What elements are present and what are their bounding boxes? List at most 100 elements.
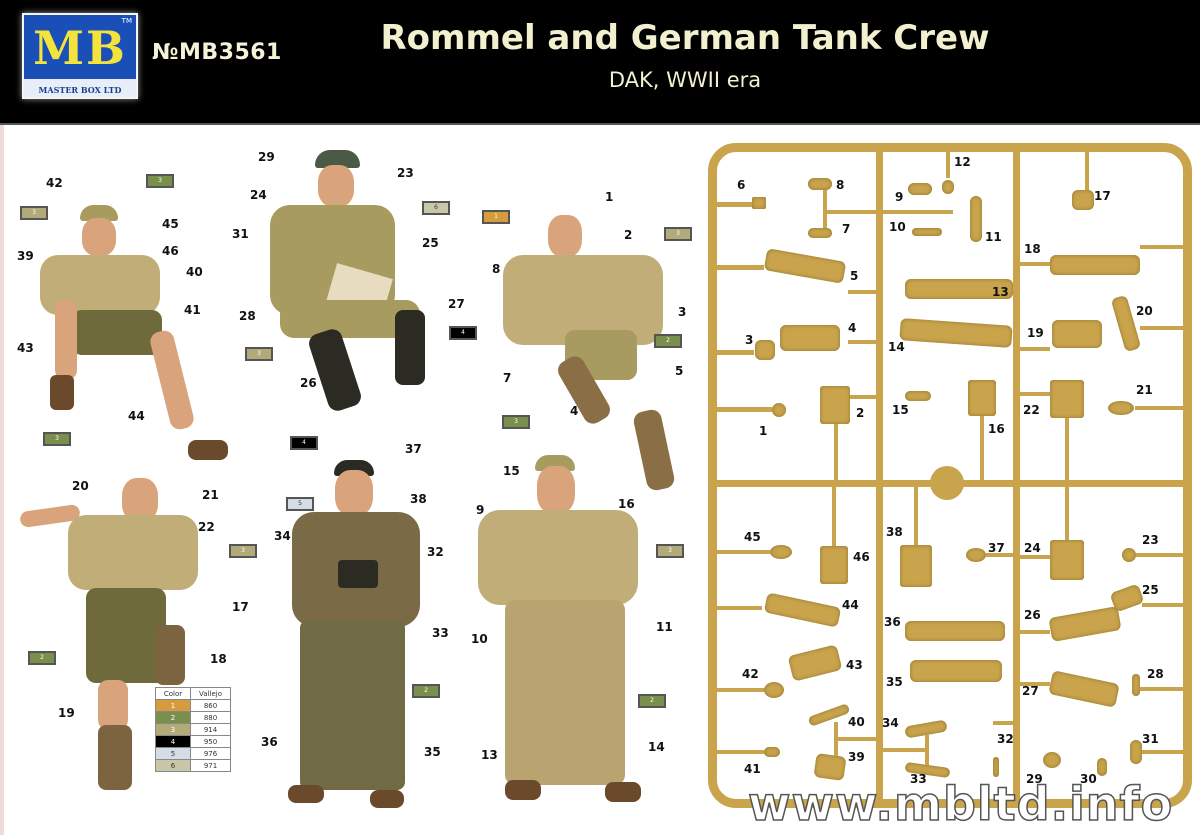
- part-number: 34: [882, 716, 899, 730]
- callout-number: 17: [232, 600, 249, 614]
- callout-number: 34: [274, 529, 291, 543]
- part-number: 31: [1142, 732, 1159, 746]
- part-number: 42: [742, 667, 759, 681]
- color-cell: 6: [155, 759, 191, 772]
- sprue-part: [942, 180, 954, 194]
- callout-number: 25: [422, 236, 439, 250]
- callout-number: 9: [476, 503, 485, 517]
- callout-number: 46: [162, 244, 179, 258]
- sprue-part: [772, 403, 786, 417]
- gate: [1020, 682, 1050, 686]
- gate: [925, 735, 929, 765]
- paint-swatch: 3: [146, 174, 174, 188]
- paint-swatch: 3: [229, 544, 257, 558]
- vallejo-cell: 860: [190, 699, 231, 712]
- shorts-shape: [72, 310, 162, 355]
- boot-shape: [370, 790, 404, 808]
- part-number: 44: [842, 598, 859, 612]
- callout-number: 7: [503, 371, 512, 385]
- gate: [714, 606, 762, 610]
- sprue-part: [970, 196, 982, 242]
- sprue-part: [820, 386, 850, 424]
- part-number: 16: [988, 422, 1005, 436]
- callout-number: 2: [624, 228, 633, 242]
- sprue-part: [1050, 540, 1084, 580]
- paint-swatch: 3: [20, 206, 48, 220]
- boot-shape: [288, 785, 324, 803]
- gate: [1065, 487, 1069, 540]
- head-shape: [537, 466, 575, 514]
- paint-swatch: 2: [638, 694, 666, 708]
- sprue-part: [905, 621, 1005, 641]
- binoculars-shape: [338, 560, 378, 588]
- callout-number: 21: [202, 488, 219, 502]
- sprue-part: [993, 757, 999, 777]
- logo-company-name: MASTER BOX LTD: [38, 85, 122, 95]
- officer-cap-shape: [315, 150, 360, 168]
- sprue-part: [968, 380, 996, 416]
- sprue-part: [1043, 752, 1061, 768]
- color-cell: 3: [155, 723, 191, 736]
- part-number: 6: [737, 178, 746, 192]
- gate: [1136, 553, 1188, 557]
- table-header-row: Color Vallejo: [155, 687, 231, 700]
- master-box-logo: MB TM MASTER BOX LTD: [22, 13, 138, 99]
- callout-number: 44: [128, 409, 145, 423]
- paint-swatch: 3: [656, 544, 684, 558]
- paint-swatch: 3: [43, 432, 71, 446]
- part-number: 24: [1024, 541, 1041, 555]
- gate: [848, 340, 878, 344]
- part-number: 35: [886, 675, 903, 689]
- table-row: 2 880: [155, 711, 231, 724]
- callout-number: 35: [424, 745, 441, 759]
- gate: [1140, 687, 1188, 691]
- logo-band: [24, 79, 136, 97]
- part-number: 23: [1142, 533, 1159, 547]
- part-number: 18: [1024, 242, 1041, 256]
- gate: [946, 148, 950, 178]
- head-shape: [335, 470, 373, 516]
- website-watermark: www.mbltd.info: [747, 776, 1174, 832]
- part-number: 15: [892, 403, 909, 417]
- gate: [714, 350, 754, 355]
- gate: [1142, 603, 1188, 607]
- callout-number: 10: [471, 632, 488, 646]
- sprue-part: [764, 747, 780, 757]
- color-cell: 4: [155, 735, 191, 748]
- head-shape: [318, 165, 354, 207]
- boot-shape: [98, 725, 132, 790]
- part-number: 43: [846, 658, 863, 672]
- sprue-part: [755, 340, 775, 360]
- gate: [986, 553, 1013, 557]
- part-number: 36: [884, 615, 901, 629]
- leg-shape: [148, 328, 196, 432]
- callout-number: 36: [261, 735, 278, 749]
- callout-number: 45: [162, 217, 179, 231]
- part-number: 9: [895, 190, 904, 204]
- boot-shape: [631, 407, 677, 493]
- part-number: 5: [850, 269, 859, 283]
- callout-number: 23: [397, 166, 414, 180]
- sprue-part: [910, 660, 1002, 682]
- callout-number: 32: [427, 545, 444, 559]
- sprue-part: [1050, 380, 1084, 418]
- part-number: 40: [848, 715, 865, 729]
- table-row: 3 914: [155, 723, 231, 736]
- gate: [914, 487, 918, 545]
- part-number: 22: [1023, 403, 1040, 417]
- callout-number: 29: [258, 150, 275, 164]
- boot-shape: [155, 625, 185, 685]
- gate: [834, 722, 838, 756]
- gate: [1020, 262, 1050, 266]
- part-number: 14: [888, 340, 905, 354]
- sprue-part: [808, 178, 832, 190]
- color-cell: 5: [155, 747, 191, 760]
- callout-number: 24: [250, 188, 267, 202]
- color-cell: 2: [155, 711, 191, 724]
- part-number: 1: [759, 424, 768, 438]
- paint-swatch: 3: [664, 227, 692, 241]
- part-number: 13: [992, 285, 1009, 299]
- sprue-part: [1072, 190, 1094, 210]
- gate: [714, 688, 764, 692]
- callout-number: 8: [492, 262, 501, 276]
